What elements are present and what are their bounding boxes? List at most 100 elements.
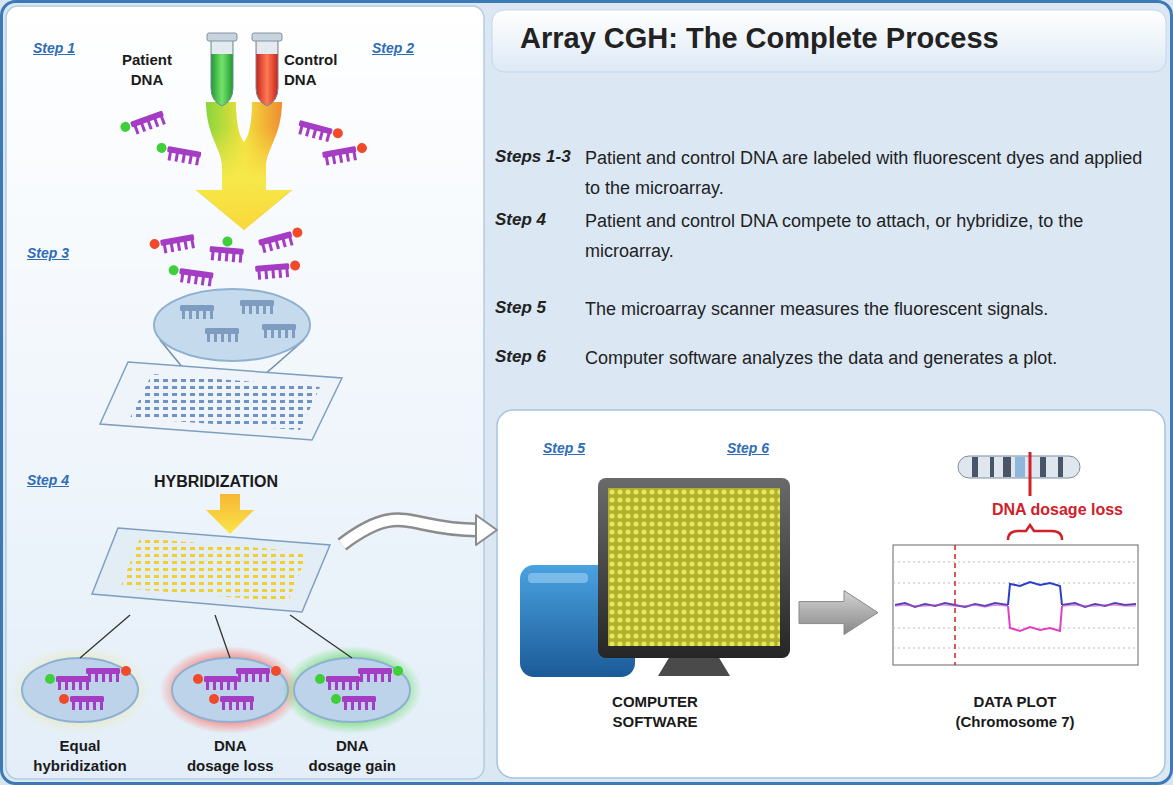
labeled-dna-part-part: [119, 120, 132, 133]
chromosome-plot-part: [895, 603, 1008, 607]
magnified-array-part: [154, 289, 310, 361]
merge-arrow: [196, 102, 292, 230]
arrow-outline: [342, 520, 477, 545]
labeled-dna-part-part: [178, 268, 214, 287]
labeled-dna-part: [322, 142, 369, 166]
hybridization-spot: [10, 646, 422, 734]
magnified-array-part-part: [240, 300, 274, 314]
connector: [290, 615, 352, 658]
hybridization-spot-part-part: [209, 694, 219, 704]
step-description: Computer software analyzes the data and …: [585, 343, 1160, 373]
step-label: Step 2: [372, 40, 414, 58]
hybridization-spot-part: [160, 646, 300, 734]
labeled-dna-part-part: [168, 264, 179, 275]
hybridization-spot-part-part: [204, 676, 238, 690]
chromosome-plot-part: [1008, 525, 1062, 540]
arrow-body: [342, 520, 477, 545]
hybridization-spot-part: [22, 658, 138, 722]
chromosome-plot-part: [893, 583, 1138, 584]
labeled-dna-part-part: [332, 127, 344, 139]
connector: [342, 515, 497, 545]
labeled-dna-part-part: [258, 231, 294, 253]
step-description: The microarray scanner measures the fluo…: [585, 294, 1160, 324]
hybridization-spot-part: [209, 694, 254, 710]
hybridization-spot-part: [172, 658, 288, 722]
microarray-slide: [92, 362, 342, 612]
labeled-dna-part-part: [222, 236, 233, 247]
tube-label: Control DNA: [284, 50, 350, 90]
step-label: Step 6: [727, 440, 769, 458]
dna-tube: Control DNA: [248, 28, 354, 103]
labeled-dna-part-part: [291, 226, 303, 238]
labeled-dna-part: [155, 142, 202, 166]
chromosome-plot-part: [895, 605, 1008, 607]
labeled-dna-part-part: [255, 263, 290, 280]
magnified-array-part-part: [180, 305, 214, 319]
hybridization-spot-part: [236, 666, 281, 682]
hybridization-spot-part: [294, 658, 410, 722]
hybridization-spot-part-part: [393, 666, 403, 676]
title: Array CGH: The Complete Process: [520, 20, 999, 56]
hybridization-spot-part-part: [121, 666, 131, 676]
background-part: [497, 410, 1165, 778]
hybridization-spot: DNA dosage loss: [172, 658, 288, 780]
step-label: Step 4: [27, 472, 69, 490]
tube-label: Patient DNA: [108, 50, 186, 90]
labeled-dna-part: [296, 118, 344, 145]
chromosome-plot-part: [1008, 582, 1062, 605]
scanner-and-computer: [520, 478, 790, 677]
leader-line: [80, 615, 130, 658]
chromosome-plot-part: [1058, 457, 1063, 477]
computer-box: COMPUTER SOFTWARE: [512, 470, 797, 736]
scanner-and-computer-part: [608, 488, 780, 646]
scanner-and-computer-part: [528, 573, 588, 583]
labeled-dna-part-part: [160, 234, 196, 254]
plot-label: DATA PLOT (Chromosome 7): [950, 692, 1080, 732]
step-label: Step 3: [27, 245, 69, 263]
chromosome-plot-part: [1008, 606, 1062, 631]
hybridization-spot: DNA dosage gain: [294, 658, 410, 780]
chromosome-plot-part: [893, 648, 1138, 649]
hybridization-spot-part-part: [331, 694, 341, 704]
block-arrow: [799, 591, 878, 635]
scanner-and-computer-part: [658, 656, 730, 676]
hybridization-spot-part: [86, 666, 131, 682]
step-heading: Step 4: [495, 209, 546, 230]
step-heading: Steps 1-3: [495, 146, 571, 167]
hybridization-spot-part-part: [326, 676, 360, 690]
microarray-slide-part: [100, 362, 342, 440]
spot-label: DNA dosage loss: [186, 736, 275, 776]
labeled-dna-part-part: [166, 146, 202, 166]
background-part: [492, 10, 1166, 72]
hybridization-spot: Equal hybridization: [15, 658, 145, 780]
hybridization-spot-part: [282, 646, 422, 734]
test-tube-part: [212, 40, 233, 54]
step-heading: Step 6: [495, 346, 546, 367]
microarray-slide-part: [206, 494, 254, 534]
chromosome-plot-part: [1040, 457, 1046, 477]
labeled-dna: [119, 108, 369, 286]
hybridization-spot-part-part: [342, 696, 376, 710]
labeled-dna-part-part: [296, 120, 332, 142]
plot-annotation: DNA dosage loss: [992, 500, 1142, 519]
chromosome-plot-part: [1029, 452, 1032, 496]
merge-arrow-part: [196, 102, 292, 230]
labeled-dna-part: [255, 260, 301, 280]
connector: [215, 615, 230, 658]
chromosome-plot-part: [893, 562, 1138, 563]
microarray-slide-part: [92, 528, 330, 612]
connector: [80, 615, 130, 658]
chromosome-plot-part: [958, 456, 1080, 478]
chromosome-plot-part: [1062, 603, 1136, 607]
connector: [799, 591, 878, 635]
data-plot: DNA dosage lossDATA PLOT (Chromosome 7): [880, 448, 1150, 738]
hybridization-spot-part: [315, 674, 360, 690]
chromosome-plot: [893, 452, 1138, 665]
hybridization-spot-part: [193, 674, 238, 690]
labeled-dna-part: [257, 226, 305, 253]
